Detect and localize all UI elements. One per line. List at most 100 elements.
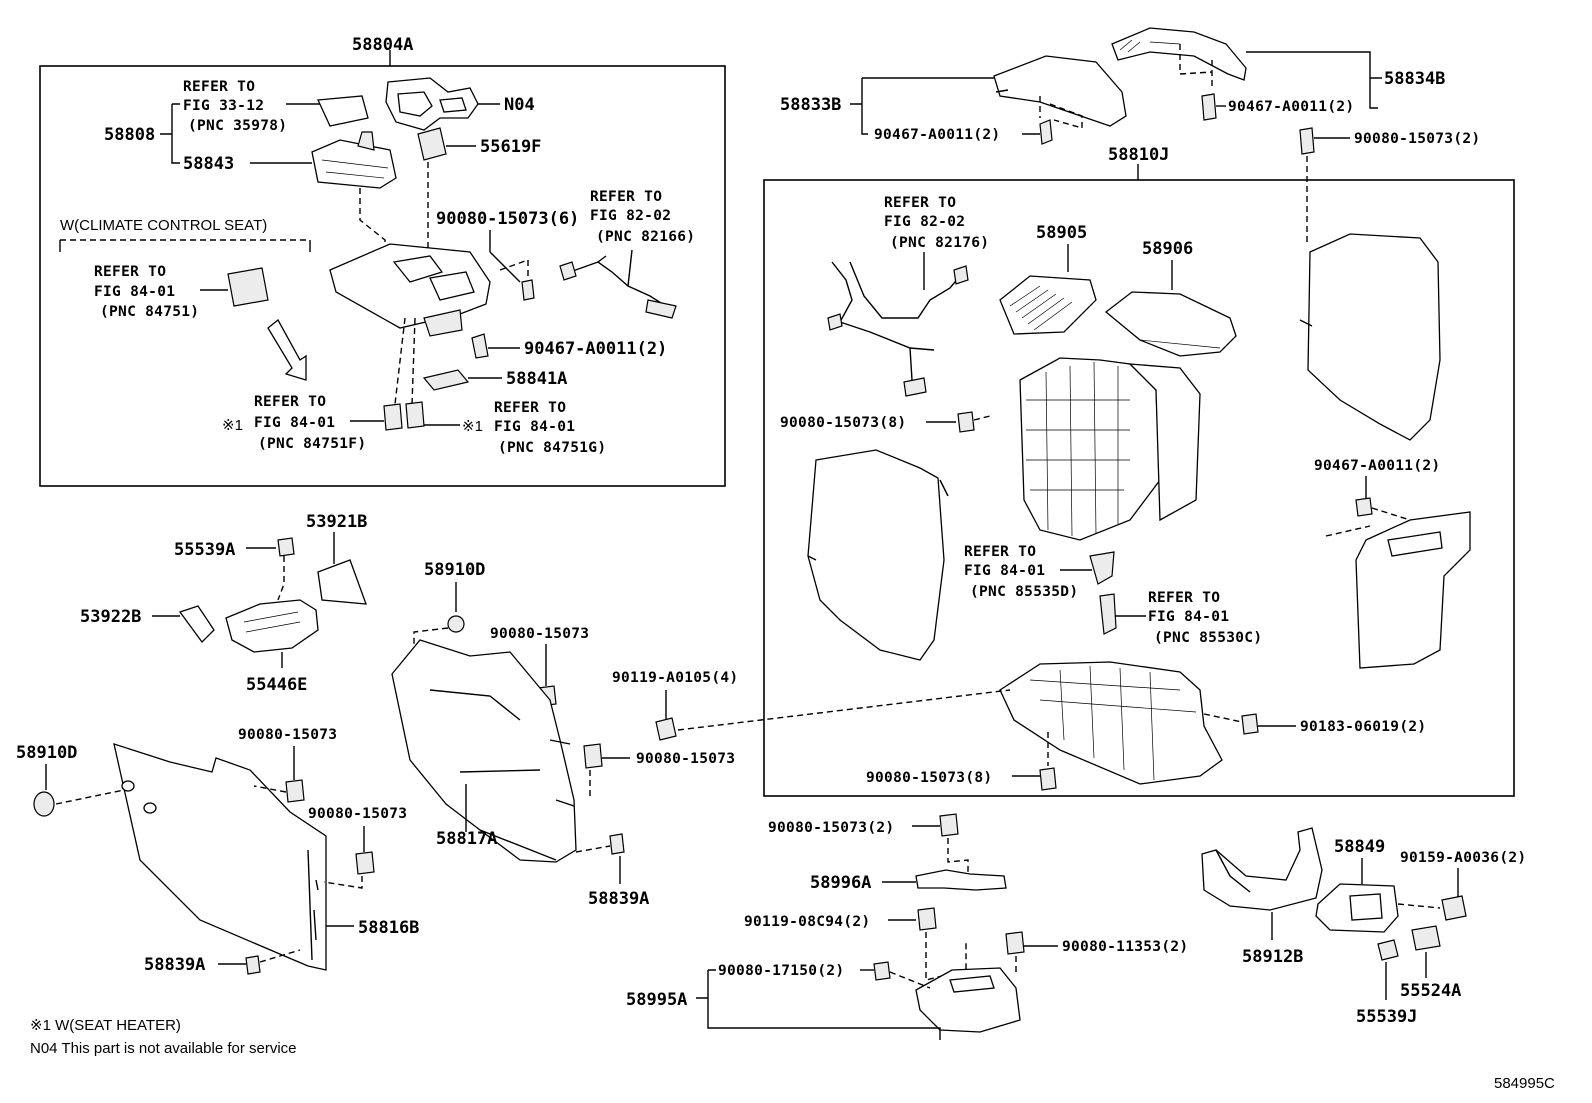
fastener-58910d-a — [447, 615, 465, 633]
bolt-90080-15073-8-b — [1039, 767, 1057, 791]
side-panel-58816b — [113, 743, 327, 971]
reference-fig-84-01-84751g: REFER TO ※1 FIG 84-01 (PNC 84751G) — [462, 400, 606, 456]
panel-58849 — [1315, 883, 1399, 933]
trim-53921b — [317, 559, 367, 605]
switch-55524a — [1411, 925, 1441, 951]
label-58912b: 58912B — [1242, 947, 1303, 967]
clip-58839a-b — [245, 955, 261, 975]
power-outlet-85535d — [1089, 551, 1115, 585]
label-53922b: 53922B — [80, 607, 141, 627]
mat-58841a — [422, 369, 470, 391]
trim-53922b — [178, 605, 215, 643]
vent-58905 — [999, 275, 1097, 335]
svg-text:REFER TO: REFER TO — [884, 195, 956, 211]
reference-fig-82-02-82166: REFER TO FIG 82-02 (PNC 82166) — [590, 189, 695, 245]
switch-55539j — [1377, 939, 1399, 961]
bolt-90080-15073-2-b — [939, 813, 959, 837]
label-55619f: 55619F — [480, 137, 541, 157]
svg-text:(PNC 85530C): (PNC 85530C) — [1154, 630, 1262, 646]
label-58808: 58808 — [104, 125, 155, 145]
power-outlet-85530c — [1099, 593, 1117, 635]
fastener-58910d-b — [33, 791, 55, 817]
svg-text:FIG 33-12: FIG 33-12 — [183, 98, 264, 114]
direction-arrow-icon — [267, 319, 307, 381]
label-53921b: 53921B — [306, 512, 367, 532]
cover-cap-part — [317, 95, 369, 127]
diagram-id: 584995C — [1494, 1075, 1555, 1092]
bolt-90119-08c94 — [917, 907, 937, 931]
svg-text:※1: ※1 — [222, 417, 243, 434]
label-58910d-b: 58910D — [16, 743, 77, 763]
svg-text:FIG 84-01: FIG 84-01 — [254, 415, 335, 431]
label-58841a: 58841A — [506, 369, 567, 389]
label-90080-15073-2-b: 90080-15073(2) — [768, 820, 894, 836]
clip-90467-a0011-c — [1201, 93, 1217, 121]
label-58834b: 58834B — [1384, 69, 1445, 89]
label-58839a-b: 58839A — [144, 955, 205, 975]
group-box-58804a — [39, 65, 726, 487]
group-label-58804a: 58804A — [352, 35, 413, 55]
label-58910d-a: 58910D — [424, 560, 485, 580]
climate-seat-module — [227, 267, 269, 307]
bracket-58996a — [915, 869, 1007, 891]
bolt-90080-15073-b — [583, 743, 603, 769]
subgroup-label-climate-seat: W(CLIMATE CONTROL SEAT) — [60, 217, 267, 234]
label-90080-15073-2-a: 90080-15073(2) — [1354, 131, 1480, 147]
armrest-58834b — [1111, 27, 1247, 81]
lid-58906 — [1104, 291, 1237, 357]
bolt-90080-15073-2-a — [1299, 127, 1315, 155]
label-55539j: 55539J — [1356, 1007, 1417, 1027]
console-side-58817a — [391, 639, 577, 863]
label-58833b: 58833B — [780, 95, 841, 115]
label-58843: 58843 — [183, 154, 234, 174]
label-90467-a0011-2-b: 90467-A0011(2) — [874, 127, 1000, 143]
side-panel-right — [1299, 233, 1441, 441]
label-55539a: 55539A — [174, 540, 235, 560]
trim-58912b — [1201, 827, 1323, 911]
label-90467-a0011-2-a: 90467-A0011(2) — [524, 339, 667, 359]
shift-bezel-58843 — [311, 131, 397, 189]
svg-text:(PNC 84751): (PNC 84751) — [100, 304, 199, 320]
bolt-90080-11353 — [1005, 931, 1025, 955]
svg-text:FIG 84-01: FIG 84-01 — [494, 419, 575, 435]
label-90183-06019-2: 90183-06019(2) — [1300, 719, 1426, 735]
reference-fig-84-01-85530c: REFER TO FIG 84-01 (PNC 85530C) — [1148, 590, 1262, 646]
label-90080-15073-a: 90080-15073 — [490, 626, 589, 642]
rear-panel — [1355, 511, 1471, 669]
bolt-90080-15073-6 — [521, 279, 535, 301]
bolt-90159-a0036 — [1441, 895, 1467, 921]
gasket-n04 — [385, 77, 479, 131]
svg-text:(PNC 82166): (PNC 82166) — [596, 229, 695, 245]
clip-90080-17150 — [873, 961, 891, 981]
label-58849: 58849 — [1334, 837, 1385, 857]
label-58816b: 58816B — [358, 918, 419, 938]
reference-fig-33-12: REFER TO FIG 33-12 (PNC 35978) — [183, 79, 287, 134]
bracket-58995a — [915, 967, 1021, 1033]
svg-text:FIG 84-01: FIG 84-01 — [1148, 609, 1229, 625]
bolt-90119-a0105 — [655, 717, 677, 741]
label-58906: 58906 — [1142, 239, 1193, 259]
label-90467-a0011-2-c: 90467-A0011(2) — [1228, 99, 1354, 115]
clip-90467-a0011-a — [471, 333, 489, 359]
svg-text:(PNC 35978): (PNC 35978) — [188, 118, 287, 134]
svg-text:(PNC 84751F): (PNC 84751F) — [258, 436, 366, 452]
label-58817a: 58817A — [436, 829, 497, 849]
svg-text:FIG 84-01: FIG 84-01 — [94, 284, 175, 300]
clip-90467-a0011-b — [1039, 119, 1053, 145]
label-90080-11353-2: 90080-11353(2) — [1062, 939, 1188, 955]
label-90080-15073-c: 90080-15073 — [238, 727, 337, 743]
reference-fig-84-01-85535d: REFER TO FIG 84-01 (PNC 85535D) — [964, 544, 1078, 600]
svg-text:FIG 82-02: FIG 82-02 — [884, 214, 965, 230]
wire-harness-82166 — [559, 249, 677, 319]
label-90119-08c94-2: 90119-08C94(2) — [744, 914, 870, 930]
group-label-58810j: 58810J — [1108, 145, 1169, 165]
reference-fig-82-02-82176: REFER TO FIG 82-02 (PNC 82176) — [884, 195, 989, 251]
svg-text:REFER TO: REFER TO — [964, 544, 1036, 560]
note-n04-not-available: N04 This part is not available for servi… — [30, 1040, 297, 1057]
clip-90467-a0011-d — [1355, 497, 1373, 517]
console-box-frame — [1019, 357, 1201, 541]
label-90080-15073-6: 90080-15073(6) — [436, 209, 579, 229]
bolt-90080-15073-d — [355, 851, 375, 875]
